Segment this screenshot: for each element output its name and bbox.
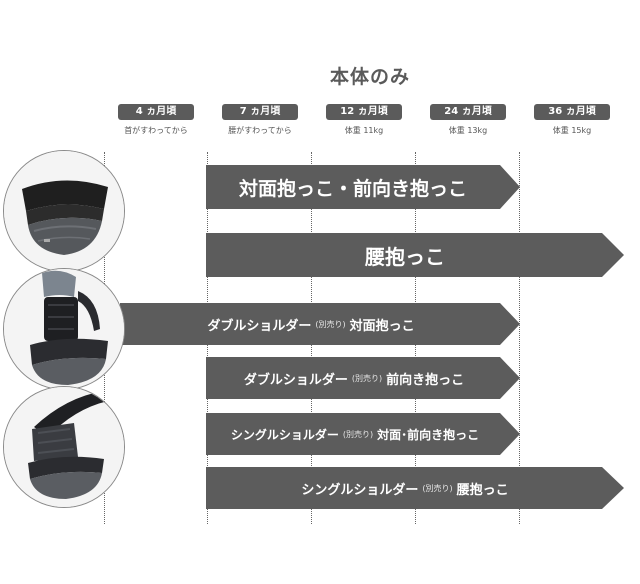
arrow-2-label: 腰抱っこ — [365, 244, 445, 269]
usage-arrow-6: シングルショルダー (別売り) 腰抱っこ — [206, 467, 624, 509]
usage-arrow-2: 腰抱っこ — [206, 233, 624, 277]
stage-badge-5: 36 ヵ月頃 — [534, 104, 610, 120]
stage-badge-4: 24 ヵ月頃 — [430, 104, 506, 120]
hip-seat-carrier-icon — [4, 151, 124, 271]
arrow-3-label: 対面抱っこ — [349, 318, 415, 334]
timeline-guide-5 — [519, 152, 520, 524]
double-shoulder-carrier-photo — [3, 268, 125, 390]
double-shoulder-carrier-icon — [4, 269, 124, 389]
arrow-6-label: 腰抱っこ — [456, 482, 509, 498]
single-shoulder-carrier-icon — [4, 387, 124, 507]
arrow-3-prefix: ダブルショルダー — [207, 318, 312, 334]
usage-arrow-4: ダブルショルダー (別売り) 前向き抱っこ — [206, 357, 520, 399]
usage-arrow-5: シングルショルダー (別売り) 対面･前向き抱っこ — [206, 413, 520, 455]
stage-sub-5: 体重 15kg — [552, 126, 592, 135]
stage-sub-1: 首がすわってから — [124, 126, 188, 135]
usage-arrow-1: 対面抱っこ・前向き抱っこ — [206, 165, 520, 209]
arrow-4-label: 前向き抱っこ — [386, 372, 465, 388]
arrow-5-prefix: シングルショルダー — [230, 427, 339, 442]
stage-sub-3: 体重 11kg — [344, 126, 384, 135]
single-shoulder-carrier-photo — [3, 386, 125, 508]
stage-badge-3: 12 ヵ月頃 — [326, 104, 402, 120]
arrow-5-note: (別売り) — [342, 429, 374, 439]
stage-badge-1: 4 ヵ月頃 — [118, 104, 194, 120]
arrow-6-prefix: シングルショルダー — [301, 482, 419, 498]
arrow-5-label: 対面･前向き抱っこ — [377, 427, 480, 442]
stage-sub-2: 腰がすわってから — [228, 126, 292, 135]
usage-arrow-3: ダブルショルダー (別売り) 対面抱っこ — [120, 303, 520, 345]
arrow-6-note: (別売り) — [422, 483, 453, 493]
arrow-3-note: (別売り) — [315, 319, 346, 329]
stage-badge-2: 7 ヵ月頃 — [222, 104, 298, 120]
arrow-1-label: 対面抱っこ・前向き抱っこ — [238, 177, 467, 200]
arrow-4-note: (別売り) — [351, 373, 383, 383]
page-title: 本体のみ — [329, 66, 410, 88]
arrow-4-prefix: ダブルショルダー — [243, 372, 348, 388]
hip-seat-carrier-photo — [3, 150, 125, 272]
stage-sub-4: 体重 13kg — [448, 126, 488, 135]
